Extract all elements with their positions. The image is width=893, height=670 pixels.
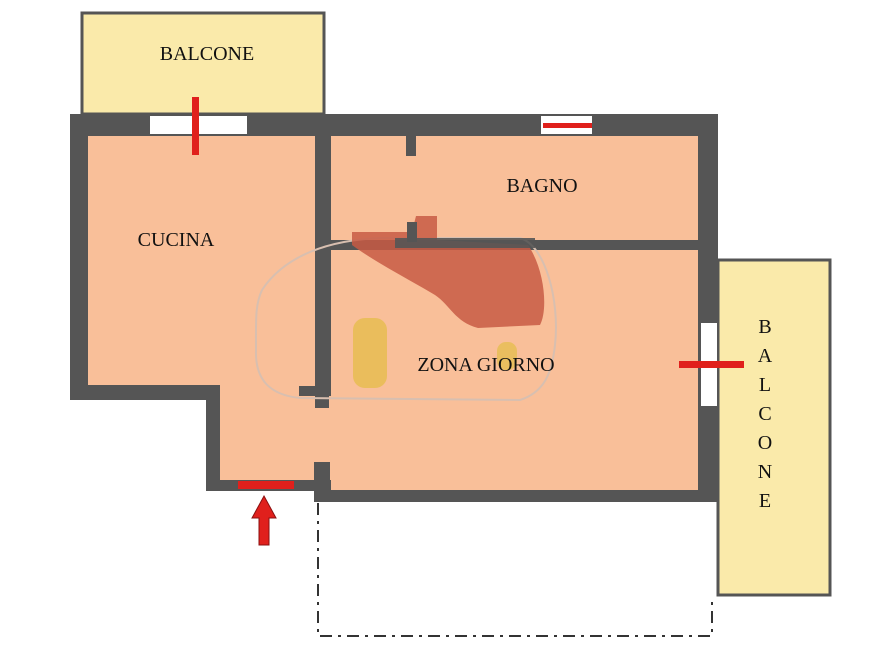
door-right-balcony xyxy=(679,361,744,368)
wall-entrance-stub xyxy=(314,462,330,502)
balcone-right-letter: B xyxy=(758,316,771,338)
stain-post xyxy=(407,222,417,242)
wall-bagno-stub xyxy=(406,136,416,156)
balcony-right xyxy=(716,258,832,597)
stain-wall-mark xyxy=(395,238,535,248)
wall-bagno-giorno xyxy=(395,240,698,250)
balcone-right-letter: C xyxy=(758,403,771,425)
overlay-outline xyxy=(254,237,557,402)
yellow-item-small xyxy=(497,342,517,370)
balcone-right-letter: A xyxy=(758,345,773,367)
wall-stub-corner xyxy=(315,386,329,408)
floor-bagno xyxy=(331,136,698,240)
balcone-right-letter: E xyxy=(759,490,771,512)
door-cucina-balcony xyxy=(192,97,199,155)
dashed-outline xyxy=(317,503,713,637)
balcony-top xyxy=(80,11,326,116)
door-entrance xyxy=(238,481,294,489)
floor-ingresso xyxy=(220,385,331,480)
balcone-right-letter: O xyxy=(758,432,772,454)
entrance-arrow-icon xyxy=(251,494,277,546)
wall-cucina-giorno xyxy=(315,130,331,391)
yellow-item-large xyxy=(353,318,387,388)
balcone-right-letter: L xyxy=(759,374,771,396)
room-label-bagno: BAGNO xyxy=(506,175,577,197)
room-label-balcone-right: B A L C O N E xyxy=(758,316,773,512)
balcone-right-letter: N xyxy=(758,461,772,483)
room-label-zona-giorno: ZONA GIORNO xyxy=(417,354,554,376)
door-bagno-window xyxy=(543,123,592,128)
room-label-cucina: CUCINA xyxy=(138,229,215,251)
floor-corridor xyxy=(315,404,335,462)
floor-cucina xyxy=(88,136,315,385)
room-label-balcone-top: BALCONE xyxy=(160,43,254,65)
